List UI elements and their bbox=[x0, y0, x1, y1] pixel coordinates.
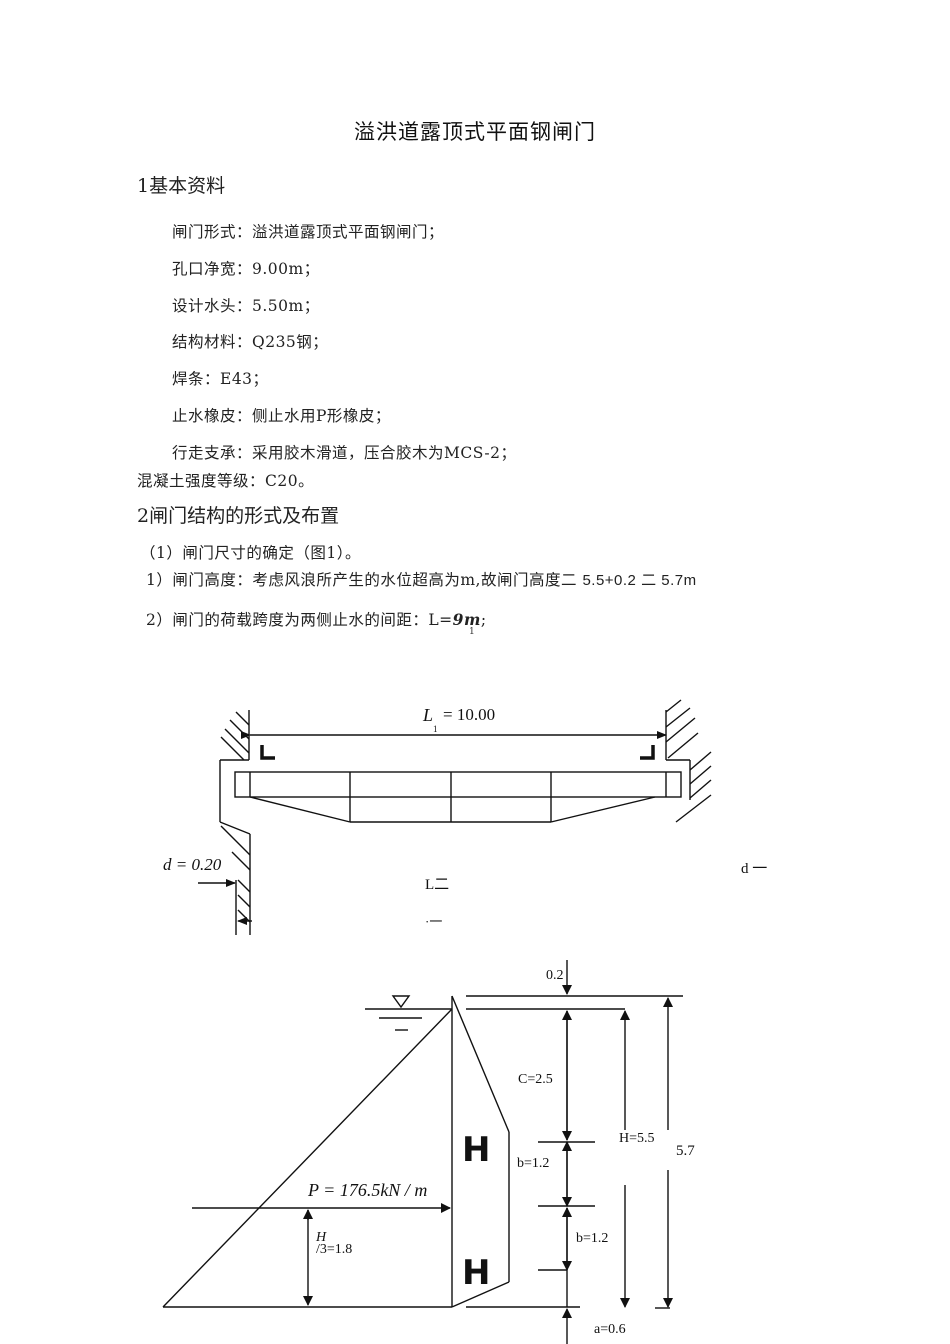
total-height-label: 5.7 bbox=[676, 1143, 695, 1159]
d-right-fragment-label: d 一 bbox=[741, 861, 767, 877]
gate-height-text: 1）闸门高度：考虑风浪所产生的水位超高为m,故闸门高度二 bbox=[146, 571, 577, 589]
section-2-heading: 2闸门结构的形式及布置 bbox=[137, 505, 340, 527]
spec-seal-rubber: 止水橡皮：侧止水用P形橡皮； bbox=[172, 407, 391, 425]
spec-gate-type: 闸门形式：溢洪道露顶式平面钢闸门； bbox=[172, 223, 445, 241]
section-1-heading: 1基本资料 bbox=[137, 175, 226, 197]
left-seal-icon bbox=[260, 745, 275, 760]
load-span-line: 2）闸门的荷载跨度为两侧止水的间距：L=9m; bbox=[146, 608, 487, 630]
span-label-l: L bbox=[422, 705, 433, 725]
gate-height-formula: 5.5+0.2 二 5.7m bbox=[582, 572, 697, 589]
load-span-value: 9m bbox=[452, 610, 481, 629]
upper-beam-icon: H bbox=[462, 1130, 490, 1170]
h-third-label: /3=1.8 bbox=[316, 1242, 352, 1257]
spec-bearing: 行走支承：采用胶木滑道，压合胶木为MCS-2； bbox=[172, 444, 517, 462]
h-third-numerator: H bbox=[315, 1230, 327, 1245]
b2-dimension-label: b=1.2 bbox=[576, 1231, 608, 1246]
load-span-text: 2）闸门的荷载跨度为两侧止水的间距：L= bbox=[146, 611, 453, 629]
a-dimension-label: a=0.6 bbox=[594, 1322, 626, 1337]
pressure-resultant-label: P = 176.5kN / m bbox=[307, 1180, 427, 1200]
b1-dimension-label: b=1.2 bbox=[517, 1156, 549, 1171]
dot-fragment-label: ·一 bbox=[425, 914, 442, 929]
spec-design-head: 设计水头：5.50m； bbox=[172, 297, 320, 315]
lower-beam-icon: H bbox=[462, 1253, 490, 1293]
spec-material: 结构材料：Q235钢； bbox=[172, 333, 329, 351]
subsection-gate-size: （1）闸门尺寸的确定（图1）。 bbox=[140, 544, 361, 562]
right-seal-icon bbox=[640, 745, 655, 760]
gate-height-line: 1）闸门高度：考虑风浪所产生的水位超高为m,故闸门高度二 5.5+0.2 二 5… bbox=[146, 568, 697, 590]
l-fragment-label: L二 bbox=[425, 877, 449, 893]
spec-concrete-grade: 混凝土强度等级：C20。 bbox=[137, 472, 315, 490]
load-span-suffix: ; bbox=[480, 611, 487, 629]
span-label-value: = 10.00 bbox=[443, 705, 495, 724]
freeboard-label: 0.2 bbox=[546, 968, 564, 983]
d-dimension-label: d = 0.20 bbox=[163, 855, 222, 874]
c-dimension-label: C=2.5 bbox=[518, 1072, 553, 1087]
document-title: 溢洪道露顶式平面钢闸门 bbox=[354, 120, 596, 144]
spec-electrode: 焊条：E43； bbox=[172, 370, 269, 388]
spec-clear-width: 孔口净宽：9.00m； bbox=[172, 260, 320, 278]
span-label-subscript: 1 bbox=[433, 724, 438, 734]
h-dimension-label: H=5.5 bbox=[619, 1131, 655, 1146]
load-span-subscript: 1 bbox=[469, 627, 475, 637]
water-level-icon bbox=[391, 995, 411, 1009]
